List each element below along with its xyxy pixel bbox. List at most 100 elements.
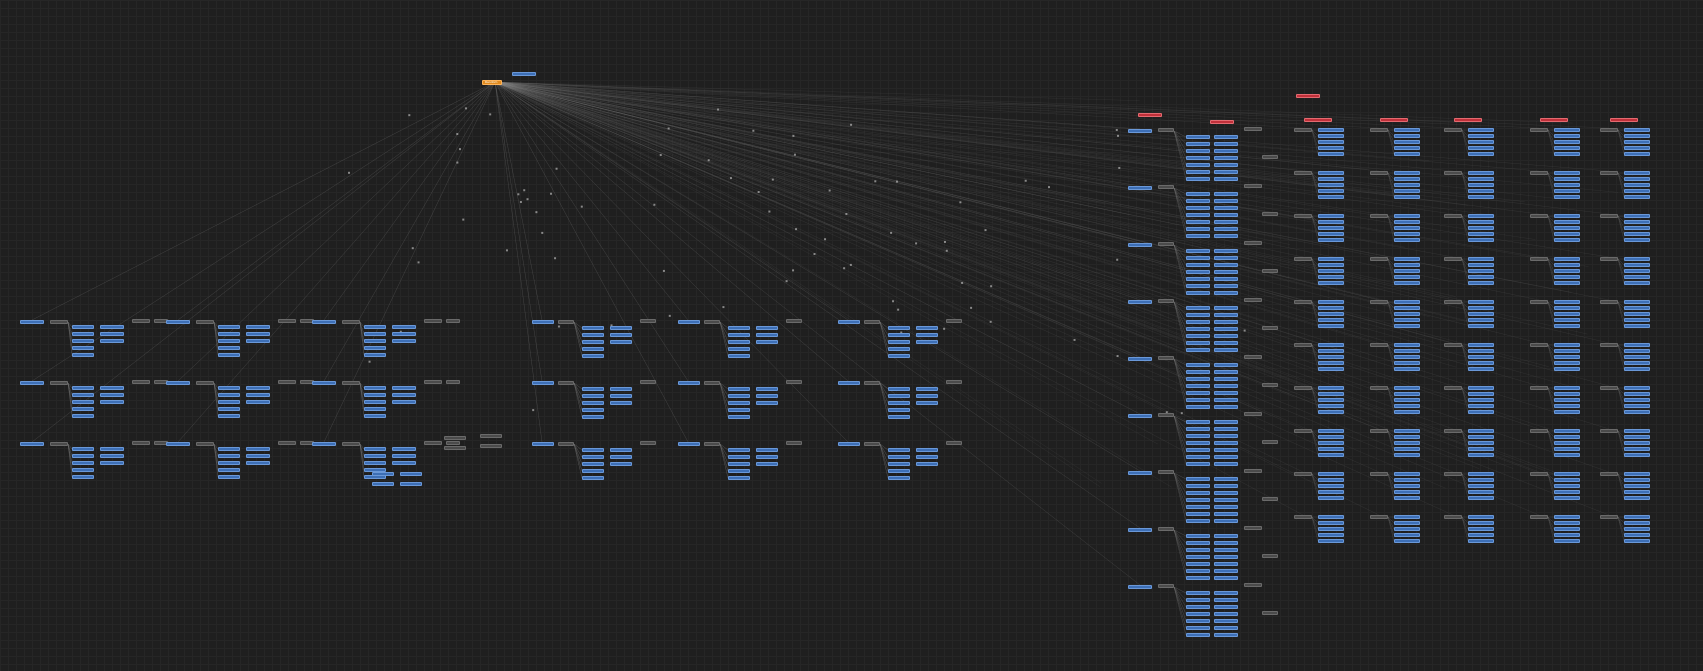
- node-blue[interactable]: [1186, 434, 1210, 438]
- node-gray[interactable]: [278, 319, 296, 323]
- node-blue[interactable]: [1624, 404, 1650, 408]
- node-blue[interactable]: [1214, 270, 1238, 274]
- node-blue[interactable]: [1468, 226, 1494, 230]
- node-gray[interactable]: [1158, 185, 1174, 189]
- node-blue[interactable]: [582, 394, 604, 398]
- node-blue[interactable]: [392, 332, 416, 336]
- node-gray[interactable]: [1262, 383, 1278, 387]
- node-blue[interactable]: [218, 468, 240, 472]
- node-blue[interactable]: [1214, 562, 1238, 566]
- node-blue[interactable]: [1554, 171, 1580, 175]
- node-blue[interactable]: [1318, 281, 1344, 285]
- node-blue[interactable]: [1394, 478, 1420, 482]
- node-blue[interactable]: [1186, 249, 1210, 253]
- node-gray[interactable]: [558, 320, 574, 324]
- node-blue[interactable]: [72, 447, 94, 451]
- node-gray[interactable]: [1294, 343, 1312, 347]
- node-blue[interactable]: [582, 326, 604, 330]
- node-blue[interactable]: [1186, 398, 1210, 402]
- node-blue[interactable]: [1186, 313, 1210, 317]
- node-blue[interactable]: [1186, 334, 1210, 338]
- node-blue[interactable]: [1186, 142, 1210, 146]
- node-gray[interactable]: [50, 442, 68, 446]
- node-blue[interactable]: [1186, 505, 1210, 509]
- node-blue[interactable]: [1624, 410, 1650, 414]
- node-gray[interactable]: [640, 380, 656, 384]
- node-blue[interactable]: [1394, 355, 1420, 359]
- node-gray[interactable]: [1444, 515, 1462, 519]
- node-blue[interactable]: [1394, 183, 1420, 187]
- node-blue[interactable]: [1128, 528, 1152, 532]
- node-blue[interactable]: [1318, 146, 1344, 150]
- node-blue[interactable]: [582, 455, 604, 459]
- node-blue[interactable]: [1186, 135, 1210, 139]
- node-blue[interactable]: [1186, 512, 1210, 516]
- node-gray[interactable]: [1600, 429, 1618, 433]
- node-blue[interactable]: [1554, 257, 1580, 261]
- node-blue[interactable]: [1214, 405, 1238, 409]
- node-blue[interactable]: [1318, 521, 1344, 525]
- node-gray[interactable]: [1158, 299, 1174, 303]
- node-blue[interactable]: [1214, 284, 1238, 288]
- node-blue[interactable]: [100, 400, 124, 404]
- node-gray[interactable]: [1158, 242, 1174, 246]
- node-blue[interactable]: [1214, 213, 1238, 217]
- node-blue[interactable]: [888, 469, 910, 473]
- node-blue[interactable]: [1624, 392, 1650, 396]
- node-gray[interactable]: [1244, 412, 1262, 416]
- node-blue[interactable]: [756, 340, 778, 344]
- node-blue[interactable]: [1624, 435, 1650, 439]
- node-blue[interactable]: [532, 381, 554, 385]
- node-blue[interactable]: [1624, 527, 1650, 531]
- node-blue[interactable]: [1624, 171, 1650, 175]
- node-gray[interactable]: [424, 441, 442, 445]
- node-blue[interactable]: [1394, 527, 1420, 531]
- node-blue[interactable]: [1214, 306, 1238, 310]
- node-gray[interactable]: [786, 380, 802, 384]
- node-gray[interactable]: [1600, 472, 1618, 476]
- node-red[interactable]: [1304, 118, 1332, 122]
- node-blue[interactable]: [1468, 355, 1494, 359]
- node-blue[interactable]: [1186, 341, 1210, 345]
- node-gray[interactable]: [1262, 554, 1278, 558]
- node-blue[interactable]: [100, 393, 124, 397]
- node-blue[interactable]: [1554, 539, 1580, 543]
- node-blue[interactable]: [1468, 171, 1494, 175]
- node-blue[interactable]: [1394, 232, 1420, 236]
- node-blue[interactable]: [1394, 392, 1420, 396]
- node-blue[interactable]: [1214, 384, 1238, 388]
- node-blue[interactable]: [610, 340, 632, 344]
- node-blue[interactable]: [1186, 363, 1210, 367]
- node-blue[interactable]: [392, 400, 416, 404]
- node-blue[interactable]: [1394, 361, 1420, 365]
- node-blue[interactable]: [582, 354, 604, 358]
- node-gray[interactable]: [1370, 128, 1388, 132]
- node-blue[interactable]: [610, 326, 632, 330]
- node-blue[interactable]: [1214, 534, 1238, 538]
- node-blue[interactable]: [1214, 313, 1238, 317]
- node-gray[interactable]: [1444, 214, 1462, 218]
- node-blue[interactable]: [1394, 238, 1420, 242]
- node-blue[interactable]: [916, 340, 938, 344]
- node-gray[interactable]: [446, 380, 460, 384]
- node-blue[interactable]: [218, 400, 240, 404]
- node-blue[interactable]: [364, 353, 386, 357]
- node-gray[interactable]: [1600, 128, 1618, 132]
- node-blue[interactable]: [1186, 591, 1210, 595]
- node-blue[interactable]: [1214, 555, 1238, 559]
- node-blue[interactable]: [916, 387, 938, 391]
- node-blue[interactable]: [1624, 128, 1650, 132]
- node-blue[interactable]: [1214, 477, 1238, 481]
- node-gray[interactable]: [1600, 386, 1618, 390]
- node-blue[interactable]: [1318, 134, 1344, 138]
- node-blue[interactable]: [1128, 357, 1152, 361]
- node-blue[interactable]: [1186, 605, 1210, 609]
- node-blue[interactable]: [728, 415, 750, 419]
- node-blue[interactable]: [72, 346, 94, 350]
- node-blue[interactable]: [756, 333, 778, 337]
- node-gray[interactable]: [196, 442, 214, 446]
- node-blue[interactable]: [1394, 398, 1420, 402]
- node-gray[interactable]: [1244, 298, 1262, 302]
- node-blue[interactable]: [1624, 496, 1650, 500]
- node-blue[interactable]: [512, 72, 536, 76]
